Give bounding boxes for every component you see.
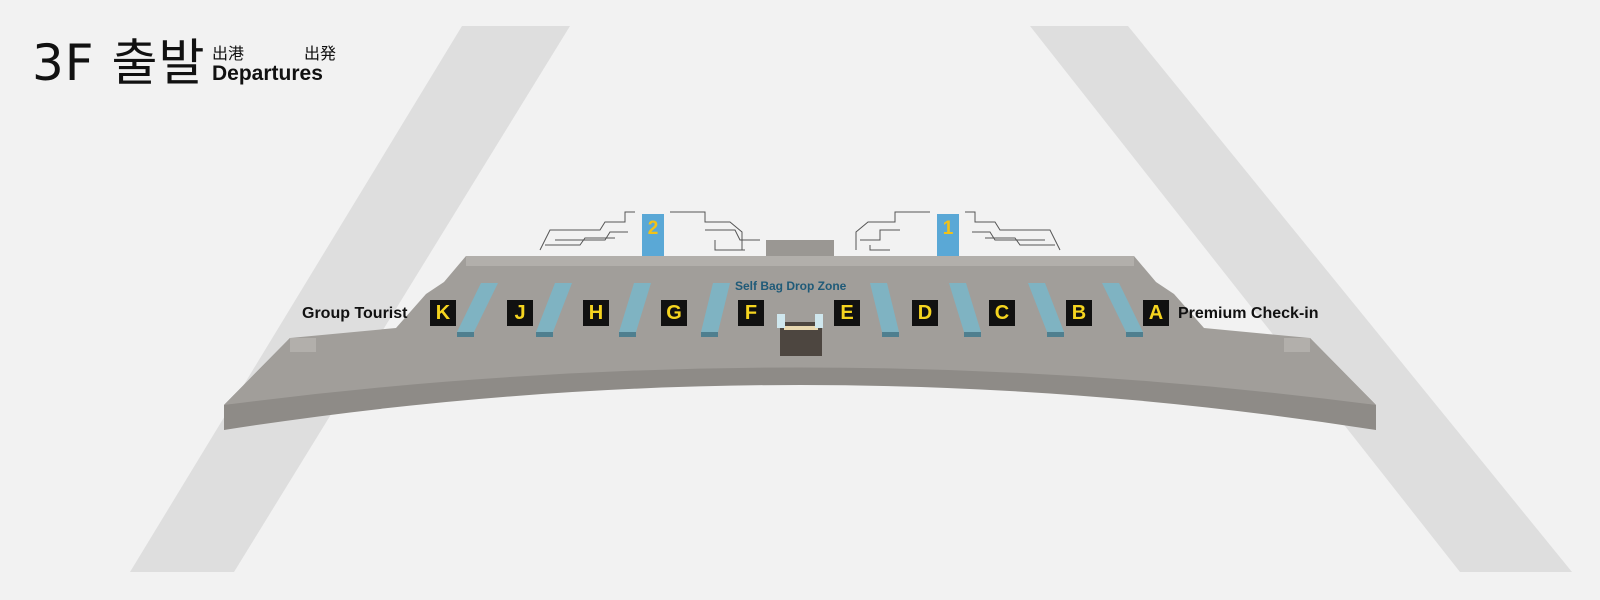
counter-a[interactable]: A xyxy=(1143,300,1169,326)
gate-2-tower xyxy=(642,214,664,264)
island-d xyxy=(949,283,981,337)
right-wing-step xyxy=(1284,338,1310,352)
floor-heading: 3F 출발 xyxy=(32,34,206,92)
counter-islands xyxy=(457,283,1143,337)
right-access-road xyxy=(1030,26,1572,572)
departures-label-zh: 出発 xyxy=(304,44,337,63)
counter-h[interactable]: H xyxy=(583,300,609,326)
island-b xyxy=(1102,283,1143,337)
island-c xyxy=(1028,283,1064,337)
counter-b[interactable]: B xyxy=(1066,300,1092,326)
counter-k[interactable]: K xyxy=(430,300,456,326)
island-e xyxy=(870,283,899,337)
gate-2-number: 2 xyxy=(647,218,659,239)
self-bag-drop-booth xyxy=(777,314,823,356)
counter-e[interactable]: E xyxy=(834,300,860,326)
island-h xyxy=(619,283,651,337)
counter-d[interactable]: D xyxy=(912,300,938,326)
left-wing-step xyxy=(290,338,316,352)
departures-label-ja: 出港 xyxy=(212,44,245,63)
departures-label-en: Departures xyxy=(212,62,323,85)
island-g xyxy=(701,283,730,337)
counter-g[interactable]: G xyxy=(661,300,687,326)
gate-1-number: 1 xyxy=(942,218,954,239)
counter-c[interactable]: C xyxy=(989,300,1015,326)
counter-f[interactable]: F xyxy=(738,300,764,326)
terminal-front-edge xyxy=(224,367,1376,430)
self-bag-drop-zone-label: Self Bag Drop Zone xyxy=(735,279,847,293)
terminal-roof-ledge xyxy=(466,256,1134,266)
group-tourist-label: Group Tourist xyxy=(302,305,408,322)
island-j xyxy=(536,283,572,337)
gate-1-tower xyxy=(937,214,959,264)
counter-j[interactable]: J xyxy=(507,300,533,326)
left-access-road xyxy=(130,26,570,572)
island-k xyxy=(457,283,498,337)
security-area-left xyxy=(539,211,760,251)
security-area-right xyxy=(855,211,1061,251)
premium-check-in-label: Premium Check-in xyxy=(1178,305,1319,322)
